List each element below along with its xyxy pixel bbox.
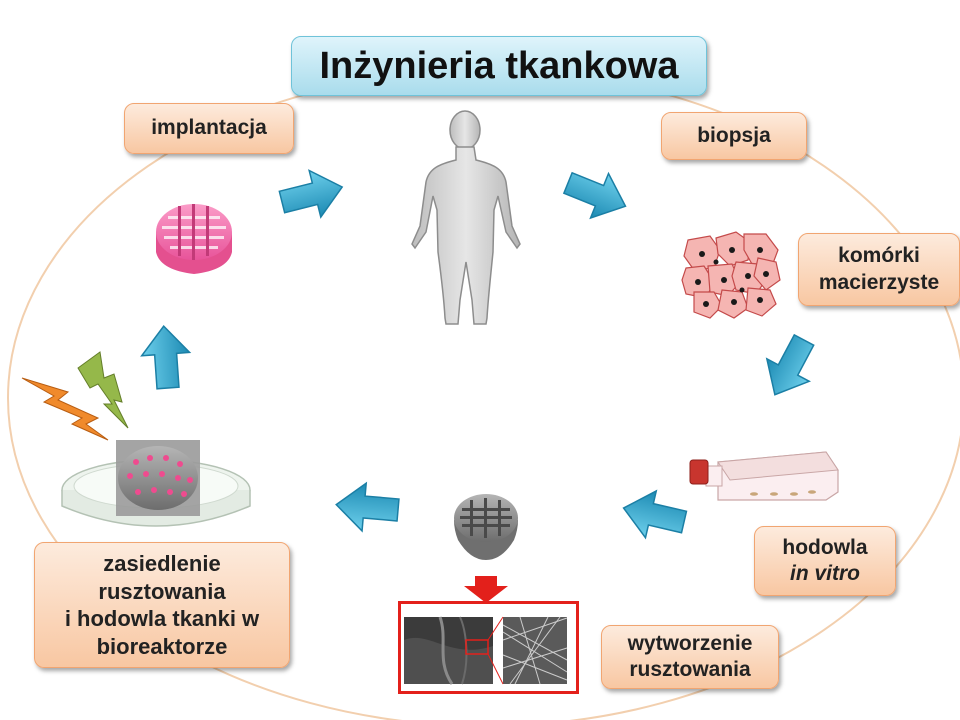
label-seeding-line3: i hodowla tkanki w — [64, 606, 260, 631]
lightning-icon — [77, 351, 129, 429]
label-stem-cells-line2: macierzyste — [818, 270, 940, 294]
arrow-to-scaffold — [617, 483, 691, 547]
label-stem-cells: komórki macierzyste — [798, 233, 960, 306]
arrow-to-biopsy — [558, 159, 636, 230]
label-biopsy: biopsja — [661, 112, 807, 160]
culture-flask-icon — [689, 451, 839, 501]
label-seeding-line2: rusztowania — [98, 578, 226, 604]
arrow-to-flask — [752, 327, 826, 407]
arrow-to-human — [275, 162, 349, 227]
label-in-vitro-culture: hodowla in vitro — [754, 526, 896, 596]
label-implantation: implantacja — [124, 103, 294, 154]
label-fabrication-line1: wytworzenie — [627, 631, 753, 655]
label-in-vitro-line2: in vitro — [789, 562, 860, 585]
diagram-title: Inżynieria tkankowa — [291, 36, 707, 96]
stem-cells-icon — [681, 231, 781, 319]
human-figure-icon — [411, 110, 521, 325]
arrow-to-bioreactor — [333, 479, 401, 535]
label-seeding-line1: zasiedlenie — [103, 551, 221, 576]
scaffold-icon — [454, 494, 518, 560]
label-seeding-line4: bioreaktorze — [96, 633, 228, 659]
label-fabrication-line2: rusztowania — [629, 658, 751, 681]
title-text: Inżynieria tkankowa — [319, 44, 679, 87]
red-down-arrow — [464, 576, 508, 603]
sem-micrograph-icon — [404, 616, 568, 685]
implant-scaffold-icon — [156, 204, 232, 274]
arrow-to-implant — [138, 323, 193, 391]
label-implantation-text: implantacja — [151, 116, 267, 140]
sem-frame — [398, 601, 579, 694]
label-in-vitro-line1: hodowla — [782, 535, 868, 559]
bioreactor-dish-icon — [61, 440, 251, 527]
lightning-icon — [21, 377, 109, 441]
label-seeding-bioreactor: zasiedlenie rusztowania i hodowla tkanki… — [34, 542, 290, 668]
label-biopsy-text: biopsja — [697, 123, 771, 147]
label-scaffold-fabrication: wytworzenie rusztowania — [601, 625, 779, 689]
label-stem-cells-line1: komórki — [838, 244, 920, 268]
